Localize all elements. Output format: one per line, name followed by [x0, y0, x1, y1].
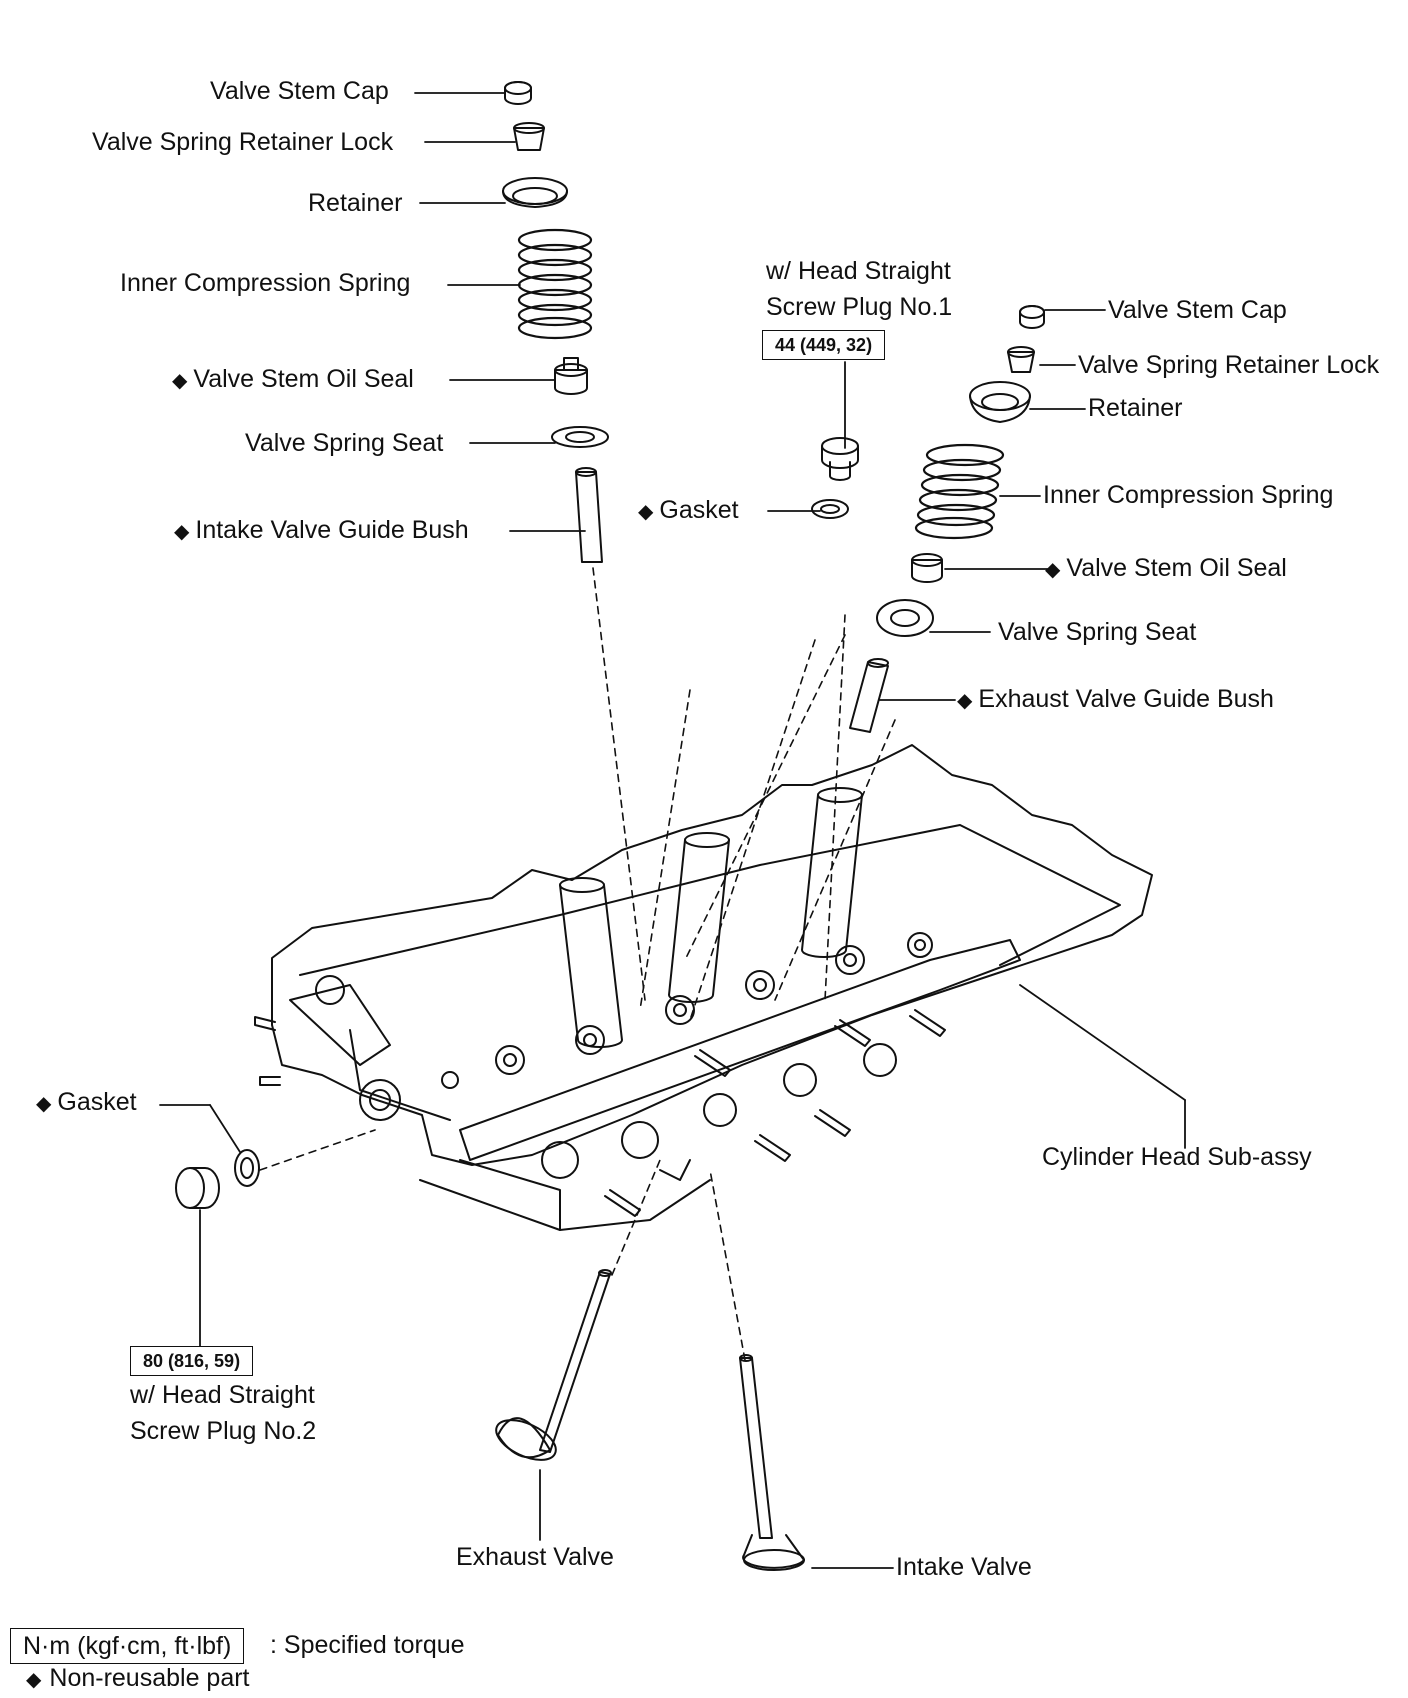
intake-valve-drawing	[739, 1354, 805, 1571]
plug1-screw-plug	[821, 437, 859, 481]
label-right-spring-seat: Valve Spring Seat	[998, 618, 1197, 646]
label-left-inner-spring: Inner Compression Spring	[120, 269, 411, 297]
right-retainer-lock	[1007, 346, 1035, 373]
right-inner-spring	[914, 443, 1005, 540]
label-exhaust-guide-bush-text: Exhaust Valve Guide Bush	[978, 685, 1274, 713]
left-guide-bush	[575, 467, 603, 563]
label-plug2-gasket: ◆Gasket	[36, 1087, 137, 1119]
label-plug1-line2: Screw Plug No.1	[766, 293, 953, 321]
label-left-valve-stem-cap: Valve Stem Cap	[210, 77, 389, 105]
label-right-oil-seal-text: Valve Stem Oil Seal	[1066, 554, 1287, 582]
label-right-oil-seal: ◆Valve Stem Oil Seal	[1045, 553, 1287, 585]
left-inner-spring	[517, 228, 593, 340]
label-left-oil-seal-text: Valve Stem Oil Seal	[193, 365, 414, 393]
right-guide-bush	[849, 658, 889, 733]
left-spring-seat	[551, 426, 609, 448]
left-valve-stem-cap	[504, 81, 532, 105]
label-right-inner-spring: Inner Compression Spring	[1043, 481, 1334, 509]
right-spring-seat	[876, 599, 934, 637]
left-retainer	[502, 177, 568, 208]
non-reusable-mark: ◆	[957, 690, 973, 712]
right-retainer	[969, 381, 1031, 423]
label-plug1-line1: w/ Head Straight	[766, 257, 951, 285]
right-oil-seal	[911, 553, 943, 583]
non-reusable-mark: ◆	[172, 370, 188, 392]
label-plug2-line2: Screw Plug No.2	[130, 1417, 317, 1445]
left-retainer-lock	[513, 122, 545, 151]
plug2-screw-plug	[175, 1167, 220, 1209]
label-right-retainer: Retainer	[1088, 394, 1183, 422]
non-reusable-mark: ◆	[26, 1669, 42, 1691]
torque-box-plug2: 80 (816, 59)	[130, 1346, 254, 1376]
legend-nonreusable: ◆ Non-reusable part	[26, 1663, 250, 1695]
label-left-spring-seat: Valve Spring Seat	[245, 429, 444, 457]
label-left-retainer: Retainer	[308, 189, 403, 217]
label-exhaust-guide-bush: ◆Exhaust Valve Guide Bush	[957, 684, 1274, 716]
label-left-oil-seal: ◆Valve Stem Oil Seal	[172, 364, 414, 396]
non-reusable-mark: ◆	[638, 501, 654, 523]
non-reusable-mark: ◆	[1045, 559, 1061, 581]
label-intake-guide-bush: ◆Intake Valve Guide Bush	[174, 515, 469, 547]
dashed-assembly-lines	[259, 567, 896, 1361]
label-intake-valve: Intake Valve	[896, 1553, 1032, 1581]
non-reusable-mark: ◆	[174, 521, 190, 543]
legend-torque-desc: : Specified torque	[270, 1631, 465, 1659]
label-plug2-line1: w/ Head Straight	[130, 1381, 315, 1409]
right-valve-stem-cap	[1019, 305, 1045, 329]
label-right-retainer-lock: Valve Spring Retainer Lock	[1078, 351, 1380, 379]
exhaust-valve-drawing	[495, 1269, 612, 1461]
label-right-valve-stem-cap: Valve Stem Cap	[1108, 296, 1287, 324]
cylinder-head-body	[254, 744, 1153, 1231]
left-oil-seal	[554, 357, 588, 395]
label-exhaust-valve: Exhaust Valve	[456, 1543, 614, 1571]
label-intake-guide-bush-text: Intake Valve Guide Bush	[195, 516, 469, 544]
legend-nonreusable-text: Non-reusable part	[49, 1664, 250, 1692]
label-plug1-gasket-text: Gasket	[659, 496, 739, 524]
label-plug2-gasket-text: Gasket	[57, 1088, 137, 1116]
plug1-gasket	[811, 499, 849, 519]
torque-box-plug1: 44 (449, 32)	[762, 330, 886, 360]
label-left-retainer-lock: Valve Spring Retainer Lock	[92, 128, 394, 156]
legend-torque-unit-box: N·m (kgf·cm, ft·lbf)	[10, 1628, 245, 1664]
label-plug1-gasket: ◆Gasket	[638, 495, 739, 527]
label-cylinder-head: Cylinder Head Sub-assy	[1042, 1143, 1312, 1171]
plug2-gasket	[234, 1149, 260, 1187]
non-reusable-mark: ◆	[36, 1093, 52, 1115]
leader-lines-left	[159, 92, 1186, 1569]
